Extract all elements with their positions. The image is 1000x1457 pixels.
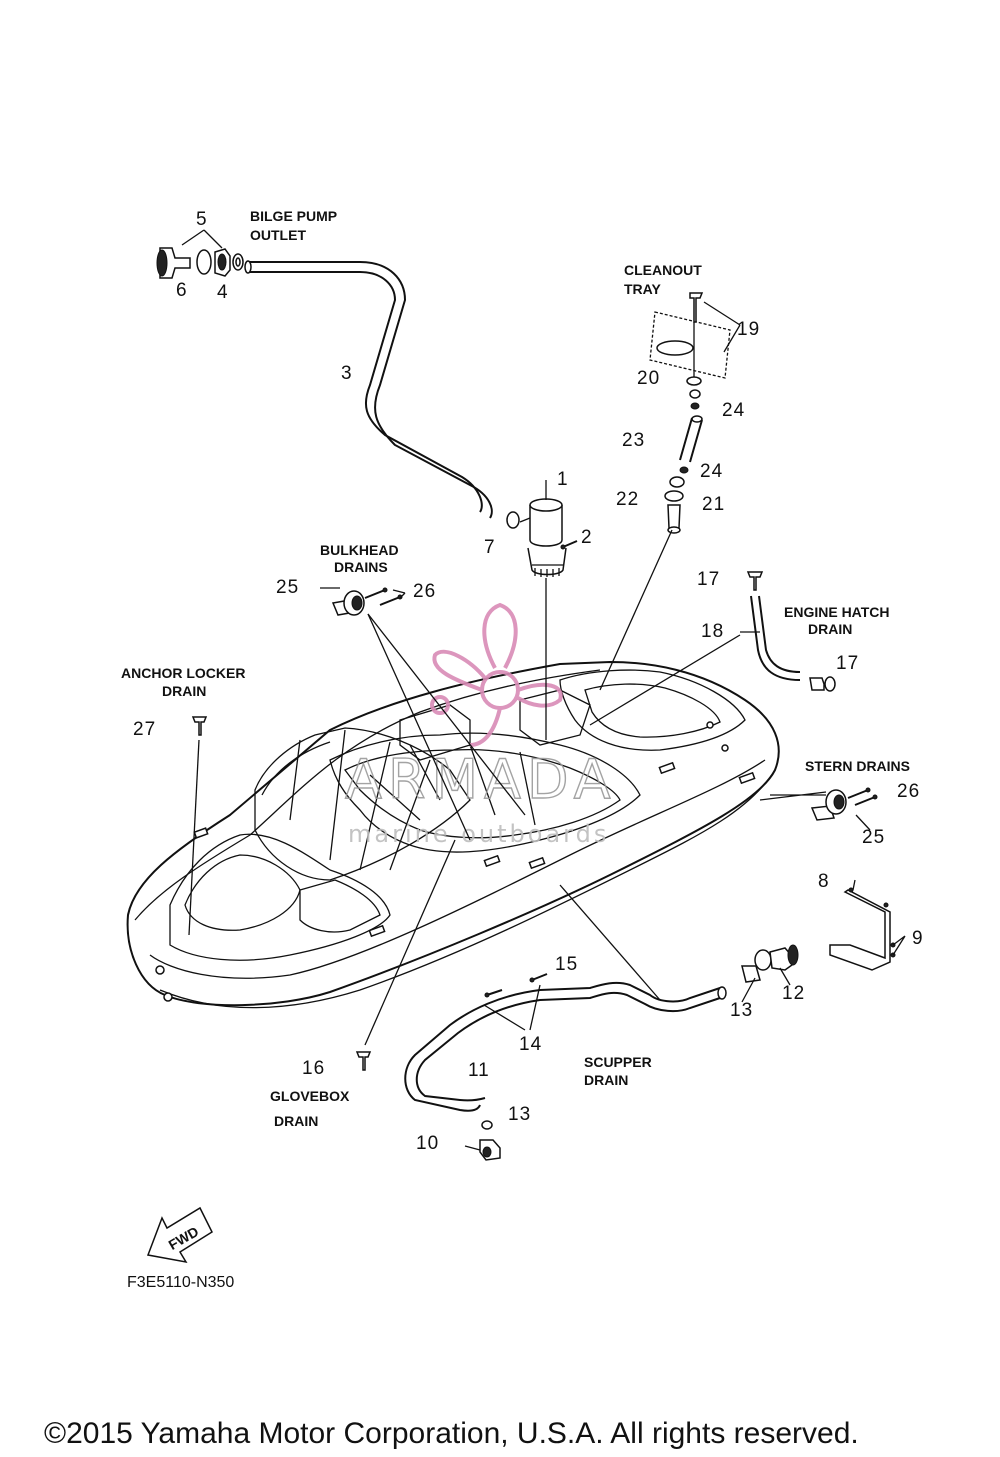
copyright-notice: ©2015 Yamaha Motor Corporation, U.S.A. A… (44, 1417, 859, 1450)
callout-17a: 17 (697, 569, 720, 590)
label-scupper-drain-1: SCUPPER (584, 1054, 652, 1070)
label-bulkhead-drains-2: DRAINS (334, 559, 388, 575)
callout-7: 7 (484, 537, 496, 558)
callout-24b: 24 (700, 461, 723, 482)
anchor-locker-drain-group (188, 716, 208, 936)
callout-14: 14 (519, 1034, 542, 1055)
watermark-brand: ARMADA (345, 748, 617, 811)
callout-15: 15 (555, 954, 578, 975)
bilge-pump-outlet-group (156, 229, 493, 519)
label-anchor-locker-drain-2: DRAIN (162, 683, 206, 699)
diagram-code: F3E5110-N350 (127, 1274, 234, 1291)
label-engine-hatch-drain-2: DRAIN (808, 621, 852, 637)
callout-19: 19 (737, 319, 760, 340)
callout-26a: 26 (413, 581, 436, 602)
label-bulkhead-drains-1: BULKHEAD (320, 542, 399, 558)
fwd-arrow-icon: FWD (146, 1206, 213, 1264)
callout-9: 9 (912, 928, 924, 949)
callout-27: 27 (133, 719, 156, 740)
callout-10: 10 (416, 1133, 439, 1154)
callout-23: 23 (622, 430, 645, 451)
armada-logo-icon (430, 602, 563, 747)
label-anchor-locker-drain-1: ANCHOR LOCKER (121, 665, 245, 681)
callout-17b: 17 (836, 653, 859, 674)
bilge-pump-group (506, 480, 578, 740)
glovebox-drain-group (355, 839, 456, 1071)
callout-1: 1 (557, 469, 569, 490)
label-cleanout-tray-1: CLEANOUT (624, 262, 702, 278)
callout-25b: 25 (862, 827, 885, 848)
label-bilge-pump-outlet-1: BILGE PUMP (250, 208, 337, 224)
callout-11: 11 (468, 1060, 490, 1081)
engine-hatch-drain-group (589, 571, 836, 726)
callout-13b: 13 (508, 1104, 531, 1125)
label-stern-drains: STERN DRAINS (805, 758, 910, 774)
callout-22: 22 (616, 489, 639, 510)
label-glovebox-drain-1: GLOVEBOX (270, 1088, 350, 1104)
label-scupper-drain-2: DRAIN (584, 1072, 628, 1088)
callout-21: 21 (702, 494, 725, 515)
callout-18: 18 (701, 621, 724, 642)
scupper-drain-group (404, 884, 799, 1161)
label-cleanout-tray-2: TRAY (624, 281, 661, 297)
callout-5: 5 (196, 209, 208, 230)
watermark-tagline: marine outboards (348, 820, 609, 848)
callout-4: 4 (217, 282, 229, 303)
callout-2: 2 (581, 527, 593, 548)
label-glovebox-drain-2: DRAIN (274, 1113, 318, 1129)
label-bilge-pump-outlet-2: OUTLET (250, 227, 306, 243)
callout-16: 16 (302, 1058, 325, 1079)
callout-13a: 13 (730, 1000, 753, 1021)
callout-6: 6 (176, 280, 188, 301)
cleanout-tray-group (599, 292, 741, 691)
callout-12: 12 (782, 983, 805, 1004)
stern-drains-group (759, 787, 878, 831)
callout-24a: 24 (722, 400, 745, 421)
bracket-group (829, 879, 906, 971)
bulkhead-drains-group (320, 587, 526, 841)
callout-25a: 25 (276, 577, 299, 598)
callout-8: 8 (818, 871, 830, 892)
callout-20: 20 (637, 368, 660, 389)
label-engine-hatch-drain-1: ENGINE HATCH (784, 604, 890, 620)
callout-3: 3 (341, 363, 353, 384)
callout-26b: 26 (897, 781, 920, 802)
armada-watermark: ARMADA marine outboards (344, 602, 617, 848)
